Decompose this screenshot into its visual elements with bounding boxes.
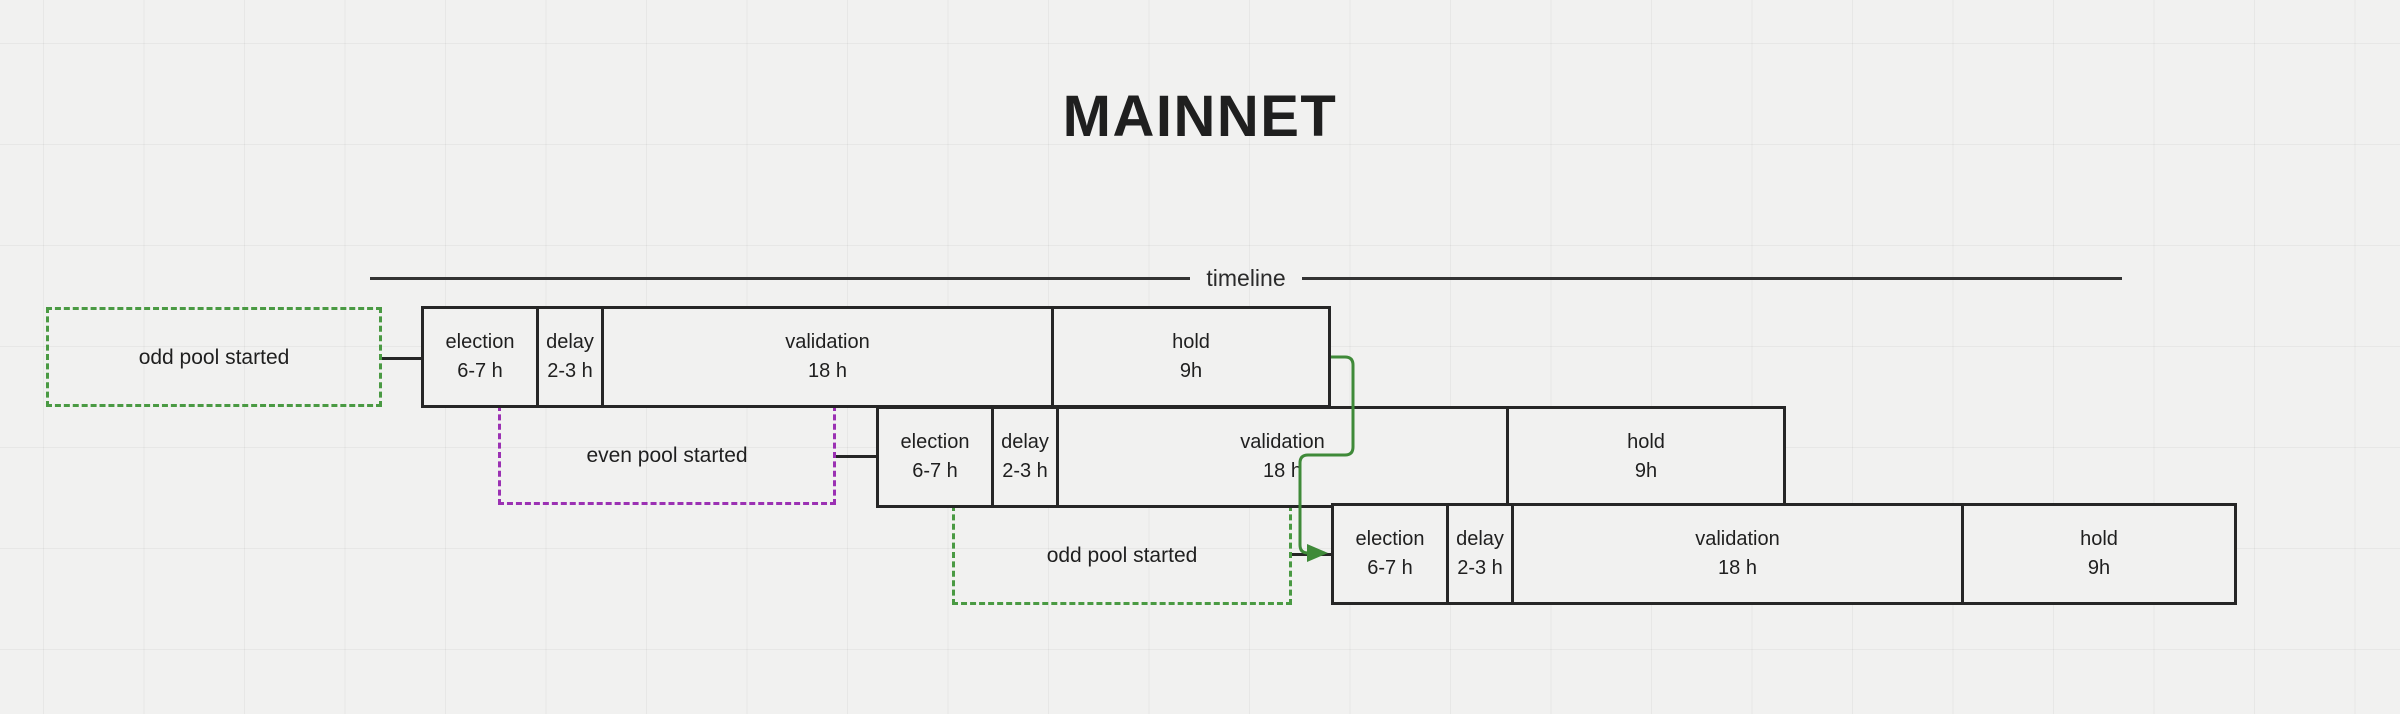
phase-cell-election: election 6-7 h xyxy=(879,409,994,505)
phase-label: delay xyxy=(1456,528,1504,550)
timeline-rule-right xyxy=(1301,276,2123,280)
phase-cell-hold: hold 9h xyxy=(1054,309,1328,405)
phase-duration: 9h xyxy=(1179,360,1203,382)
phase-duration: 9h xyxy=(2087,557,2111,579)
phase-row-3: election 6-7 h delay 2-3 h validation 18… xyxy=(1331,503,2237,605)
phase-duration: 2-3 h xyxy=(547,360,593,382)
timeline-rule-left xyxy=(370,276,1191,280)
phase-label: hold xyxy=(2080,528,2118,550)
phase-label: election xyxy=(900,431,970,453)
phase-label: election xyxy=(445,331,515,353)
phase-label: election xyxy=(1355,528,1425,550)
phase-label: hold xyxy=(1172,331,1210,353)
phase-duration: 9h xyxy=(1634,460,1658,482)
leader-line-note-2 xyxy=(836,455,877,458)
phase-label: delay xyxy=(546,331,594,353)
leader-line-note-1 xyxy=(382,357,422,360)
phase-cell-delay: delay 2-3 h xyxy=(539,309,604,405)
phase-cell-election: election 6-7 h xyxy=(1334,506,1449,602)
note-odd-pool-started-2: odd pool started xyxy=(952,505,1292,605)
phase-row-1: election 6-7 h delay 2-3 h validation 18… xyxy=(421,306,1331,408)
timeline-label: timeline xyxy=(1206,264,1286,291)
phase-cell-delay: delay 2-3 h xyxy=(994,409,1059,505)
note-even-pool-started: even pool started xyxy=(498,405,836,505)
note-label: odd pool started xyxy=(138,345,290,369)
phase-cell-election: election 6-7 h xyxy=(424,309,539,405)
phase-cell-validation: validation 18 h xyxy=(1059,409,1509,505)
phase-duration: 6-7 h xyxy=(912,460,958,482)
phase-duration: 18 h xyxy=(1718,557,1757,579)
phase-duration: 6-7 h xyxy=(1367,557,1413,579)
phase-duration: 2-3 h xyxy=(1457,557,1503,579)
phase-label: delay xyxy=(1001,431,1049,453)
phase-cell-hold: hold 9h xyxy=(1509,409,1783,505)
timeline-axis: timeline xyxy=(370,262,2123,294)
phase-label: validation xyxy=(1240,431,1325,453)
phase-duration: 2-3 h xyxy=(1002,460,1048,482)
page-title: MAINNET xyxy=(1062,84,1338,149)
note-odd-pool-started-1: odd pool started xyxy=(46,307,382,407)
phase-label: validation xyxy=(1695,528,1780,550)
phase-label: validation xyxy=(785,331,870,353)
phase-duration: 18 h xyxy=(1263,460,1302,482)
phase-duration: 6-7 h xyxy=(457,360,503,382)
note-label: odd pool started xyxy=(1046,543,1198,567)
phase-duration: 18 h xyxy=(808,360,847,382)
phase-cell-validation: validation 18 h xyxy=(604,309,1054,405)
phase-cell-delay: delay 2-3 h xyxy=(1449,506,1514,602)
phase-row-2: election 6-7 h delay 2-3 h validation 18… xyxy=(876,406,1786,508)
phase-cell-validation: validation 18 h xyxy=(1514,506,1964,602)
note-label: even pool started xyxy=(586,443,748,467)
leader-line-note-3 xyxy=(1292,553,1332,556)
phase-cell-hold: hold 9h xyxy=(1964,506,2234,602)
phase-label: hold xyxy=(1627,431,1665,453)
